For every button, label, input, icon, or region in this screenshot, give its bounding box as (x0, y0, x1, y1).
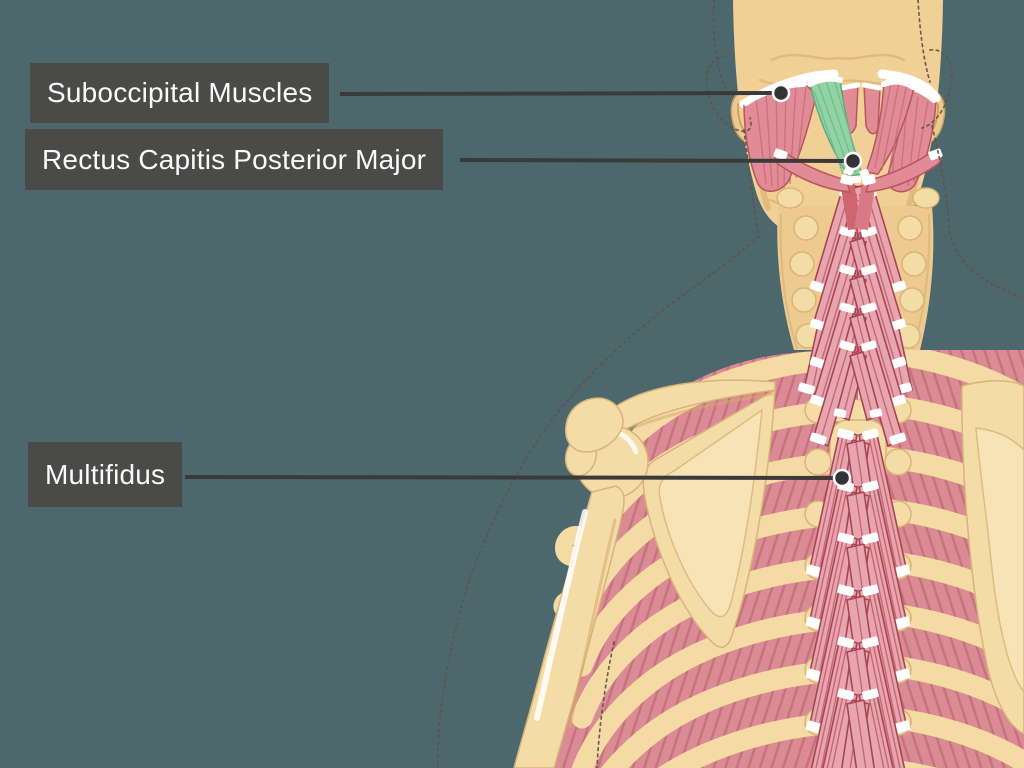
label-suboccipital-muscles-text: Suboccipital Muscles (47, 77, 313, 108)
humerus-left (513, 397, 649, 768)
label-multifidus-text: Multifidus (45, 458, 166, 490)
label-rectus-capitis-posterior-major-text: Rectus Capitis Posterior Major (42, 143, 427, 175)
leader-dot-rectus-capitis-posterior-major[interactable] (843, 151, 863, 171)
label-suboccipital-muscles[interactable]: Suboccipital Muscles (30, 63, 330, 123)
leader-line-suboccipital-muscles (339, 91, 782, 96)
leader-line-rectus-capitis-posterior-major (459, 158, 854, 163)
annotations (184, 83, 863, 488)
body-outline-dashed (437, 0, 1024, 768)
leader-dot-multifidus[interactable] (832, 468, 852, 488)
scapula-left (593, 379, 776, 648)
leader-line-multifidus (184, 475, 843, 480)
scapula-right (961, 379, 1024, 735)
label-multifidus[interactable]: Multifidus (28, 442, 183, 507)
leader-dot-suboccipital-muscles[interactable] (771, 83, 791, 103)
label-rectus-capitis-posterior-major[interactable]: Rectus Capitis Posterior Major (25, 129, 444, 190)
multifidus-muscles[interactable] (797, 182, 913, 768)
